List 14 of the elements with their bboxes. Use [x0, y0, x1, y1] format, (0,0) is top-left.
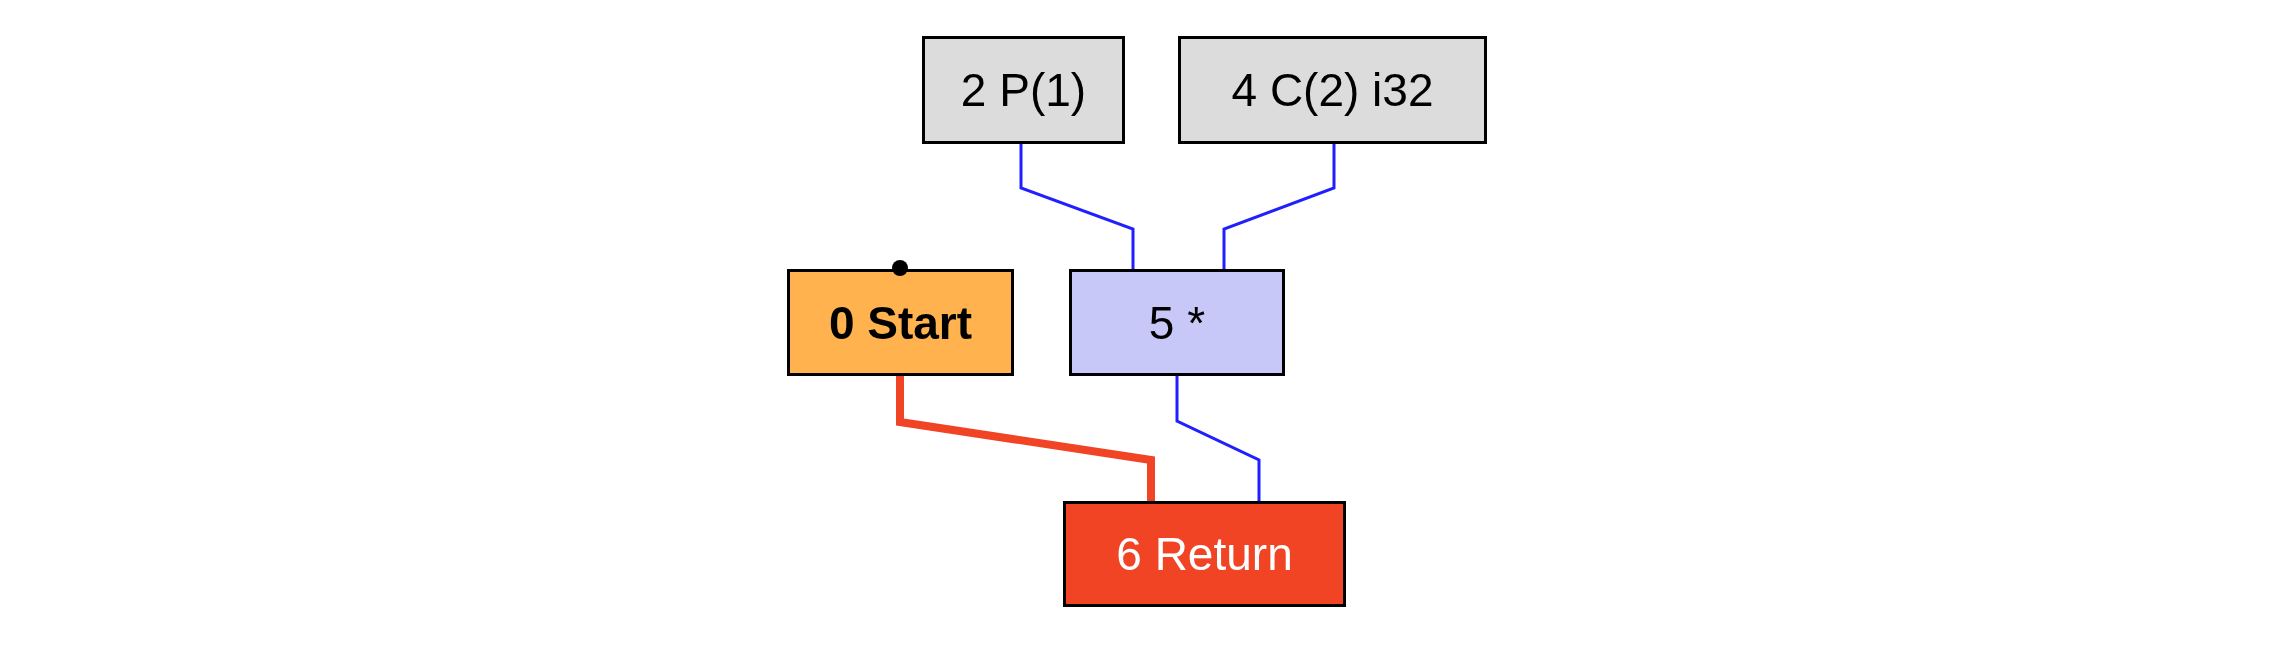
node-label: 5 *: [1148, 295, 1206, 350]
connector-line: [896, 376, 1155, 501]
connector-line: [1019, 144, 1135, 269]
process-box: [922, 36, 1125, 144]
node-label: 6 Return: [1116, 527, 1293, 581]
node-label: 4 C(2) i32: [1231, 63, 1434, 117]
node-label: 2 P(1): [960, 63, 1087, 117]
node-label: 0 Start: [828, 295, 973, 350]
process-box: [1069, 269, 1285, 376]
process-box: [1063, 501, 1346, 607]
process-box: [1178, 36, 1487, 144]
connector-line: [1222, 144, 1336, 269]
process-box: [787, 269, 1014, 376]
connector-line: [1175, 376, 1261, 501]
